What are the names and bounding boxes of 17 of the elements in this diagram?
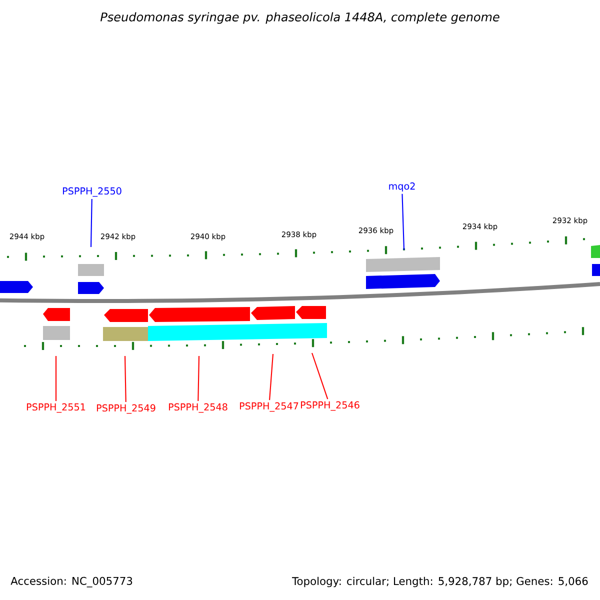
gene-label: PSPPH_2549 xyxy=(96,404,156,414)
gene-label: PSPPH_2546 xyxy=(301,401,360,411)
gene-label: PSPPH_2548 xyxy=(168,403,228,413)
leader-line xyxy=(269,354,274,400)
leader-line xyxy=(124,356,126,402)
gene-label: PSPPH_2551 xyxy=(26,403,86,413)
leader-line xyxy=(198,356,200,402)
footer-text: Topology: circular; Length: 5,928,787 bp; Genes: 5,066 xyxy=(292,576,588,588)
gene-label: PSPPH_2547 xyxy=(240,402,298,412)
title: Pseudomonas syringae pv. phaseolicola 1448A, complete genome xyxy=(100,12,500,24)
leader-line xyxy=(402,194,405,250)
footer-text: Accession: NC_005773 xyxy=(10,576,132,588)
gene-label: PSPPH_2550 xyxy=(62,187,122,197)
leader-line xyxy=(55,356,57,402)
leader-line xyxy=(90,198,92,248)
gene-label: mqo2 xyxy=(389,182,415,192)
leader-line xyxy=(312,352,328,400)
